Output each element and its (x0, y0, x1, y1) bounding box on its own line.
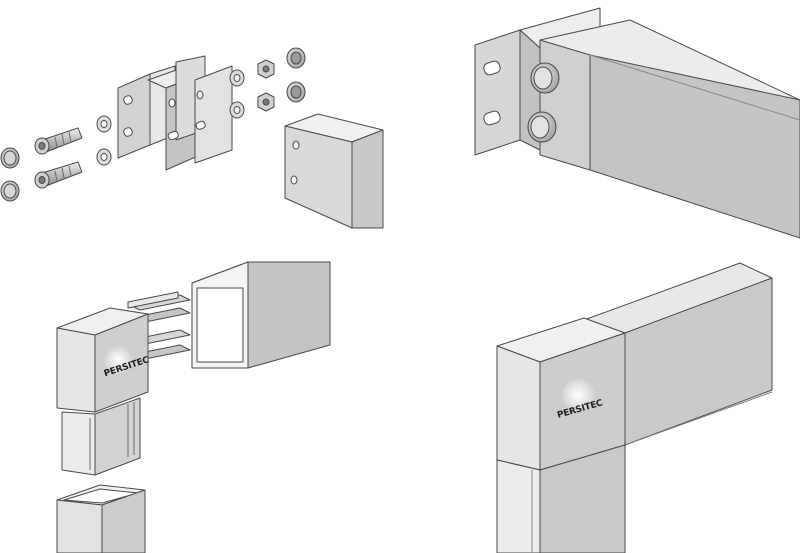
assembled-bracket-panel (474, 7, 800, 239)
assembled-beam (539, 19, 800, 239)
cap-nut-bottom-left (0, 180, 20, 202)
exploded-corner-panel: PERSITEC (56, 261, 331, 553)
hex-nut-bottom (257, 92, 275, 112)
vertical-tube (56, 484, 146, 553)
assembled-corner-panel: PERSITEC (496, 262, 773, 553)
assembled-cap-nut-top (530, 62, 560, 94)
channel-profile (284, 113, 384, 229)
washer-left-bottom (96, 148, 112, 166)
washer-right-bottom (229, 101, 245, 119)
assembled-cap-nut-bottom (527, 111, 557, 143)
horizontal-tube (191, 261, 331, 369)
cap-nut-top-right (286, 47, 306, 69)
cap-nut-top-left (0, 147, 20, 169)
socket-screw-top (34, 127, 83, 155)
corner-block: PERSITEC (56, 307, 151, 413)
lower-spigot (61, 397, 141, 476)
washer-right-top (229, 69, 245, 87)
assembled-vertical-tube (496, 444, 626, 553)
assembled-corner-block: PERSITEC (496, 317, 626, 471)
hex-nut-top (257, 59, 275, 79)
assembled-horizontal-tube (583, 262, 773, 446)
exploded-bracket-panel (0, 47, 384, 229)
cap-nut-bottom-right (286, 81, 306, 103)
angle-bracket-right (147, 55, 233, 171)
washer-left-top (96, 115, 112, 133)
socket-screw-bottom (34, 161, 83, 189)
